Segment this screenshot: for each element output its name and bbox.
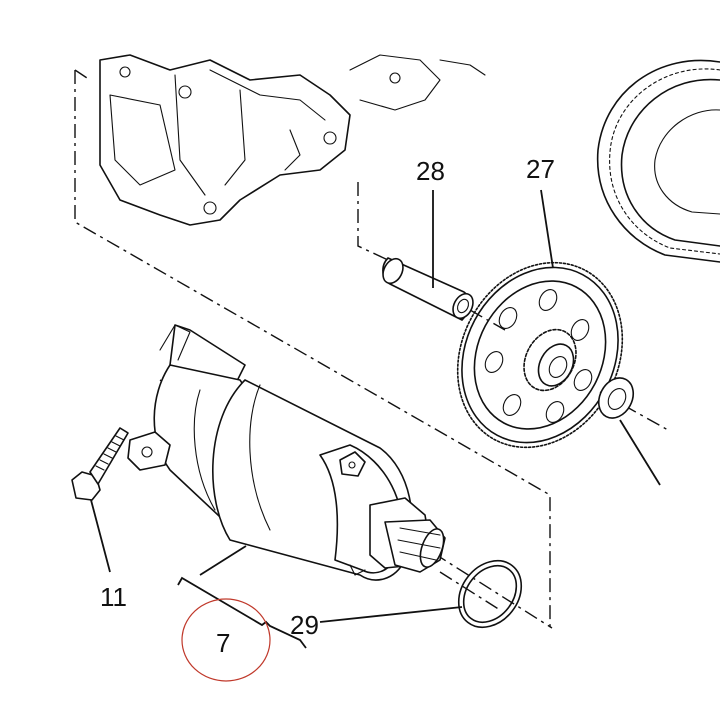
callout-29: 29 bbox=[290, 610, 319, 640]
engine-case bbox=[99, 54, 486, 226]
o-ring-part-29 bbox=[457, 560, 523, 628]
leader-lines bbox=[90, 189, 661, 623]
starter-motor-part-7 bbox=[127, 324, 446, 581]
ring-gear bbox=[596, 59, 720, 263]
washer bbox=[597, 377, 635, 419]
group-bracket bbox=[177, 576, 307, 649]
pin-part-28 bbox=[382, 257, 474, 321]
gear-part-27 bbox=[456, 261, 624, 449]
bolt-part-11 bbox=[71, 427, 129, 501]
callout-11: 11 bbox=[100, 582, 127, 612]
callout-27: 27 bbox=[526, 154, 555, 184]
callout-7: 7 bbox=[216, 628, 230, 658]
callout-28: 28 bbox=[416, 156, 445, 186]
annotation-circle bbox=[181, 598, 271, 682]
